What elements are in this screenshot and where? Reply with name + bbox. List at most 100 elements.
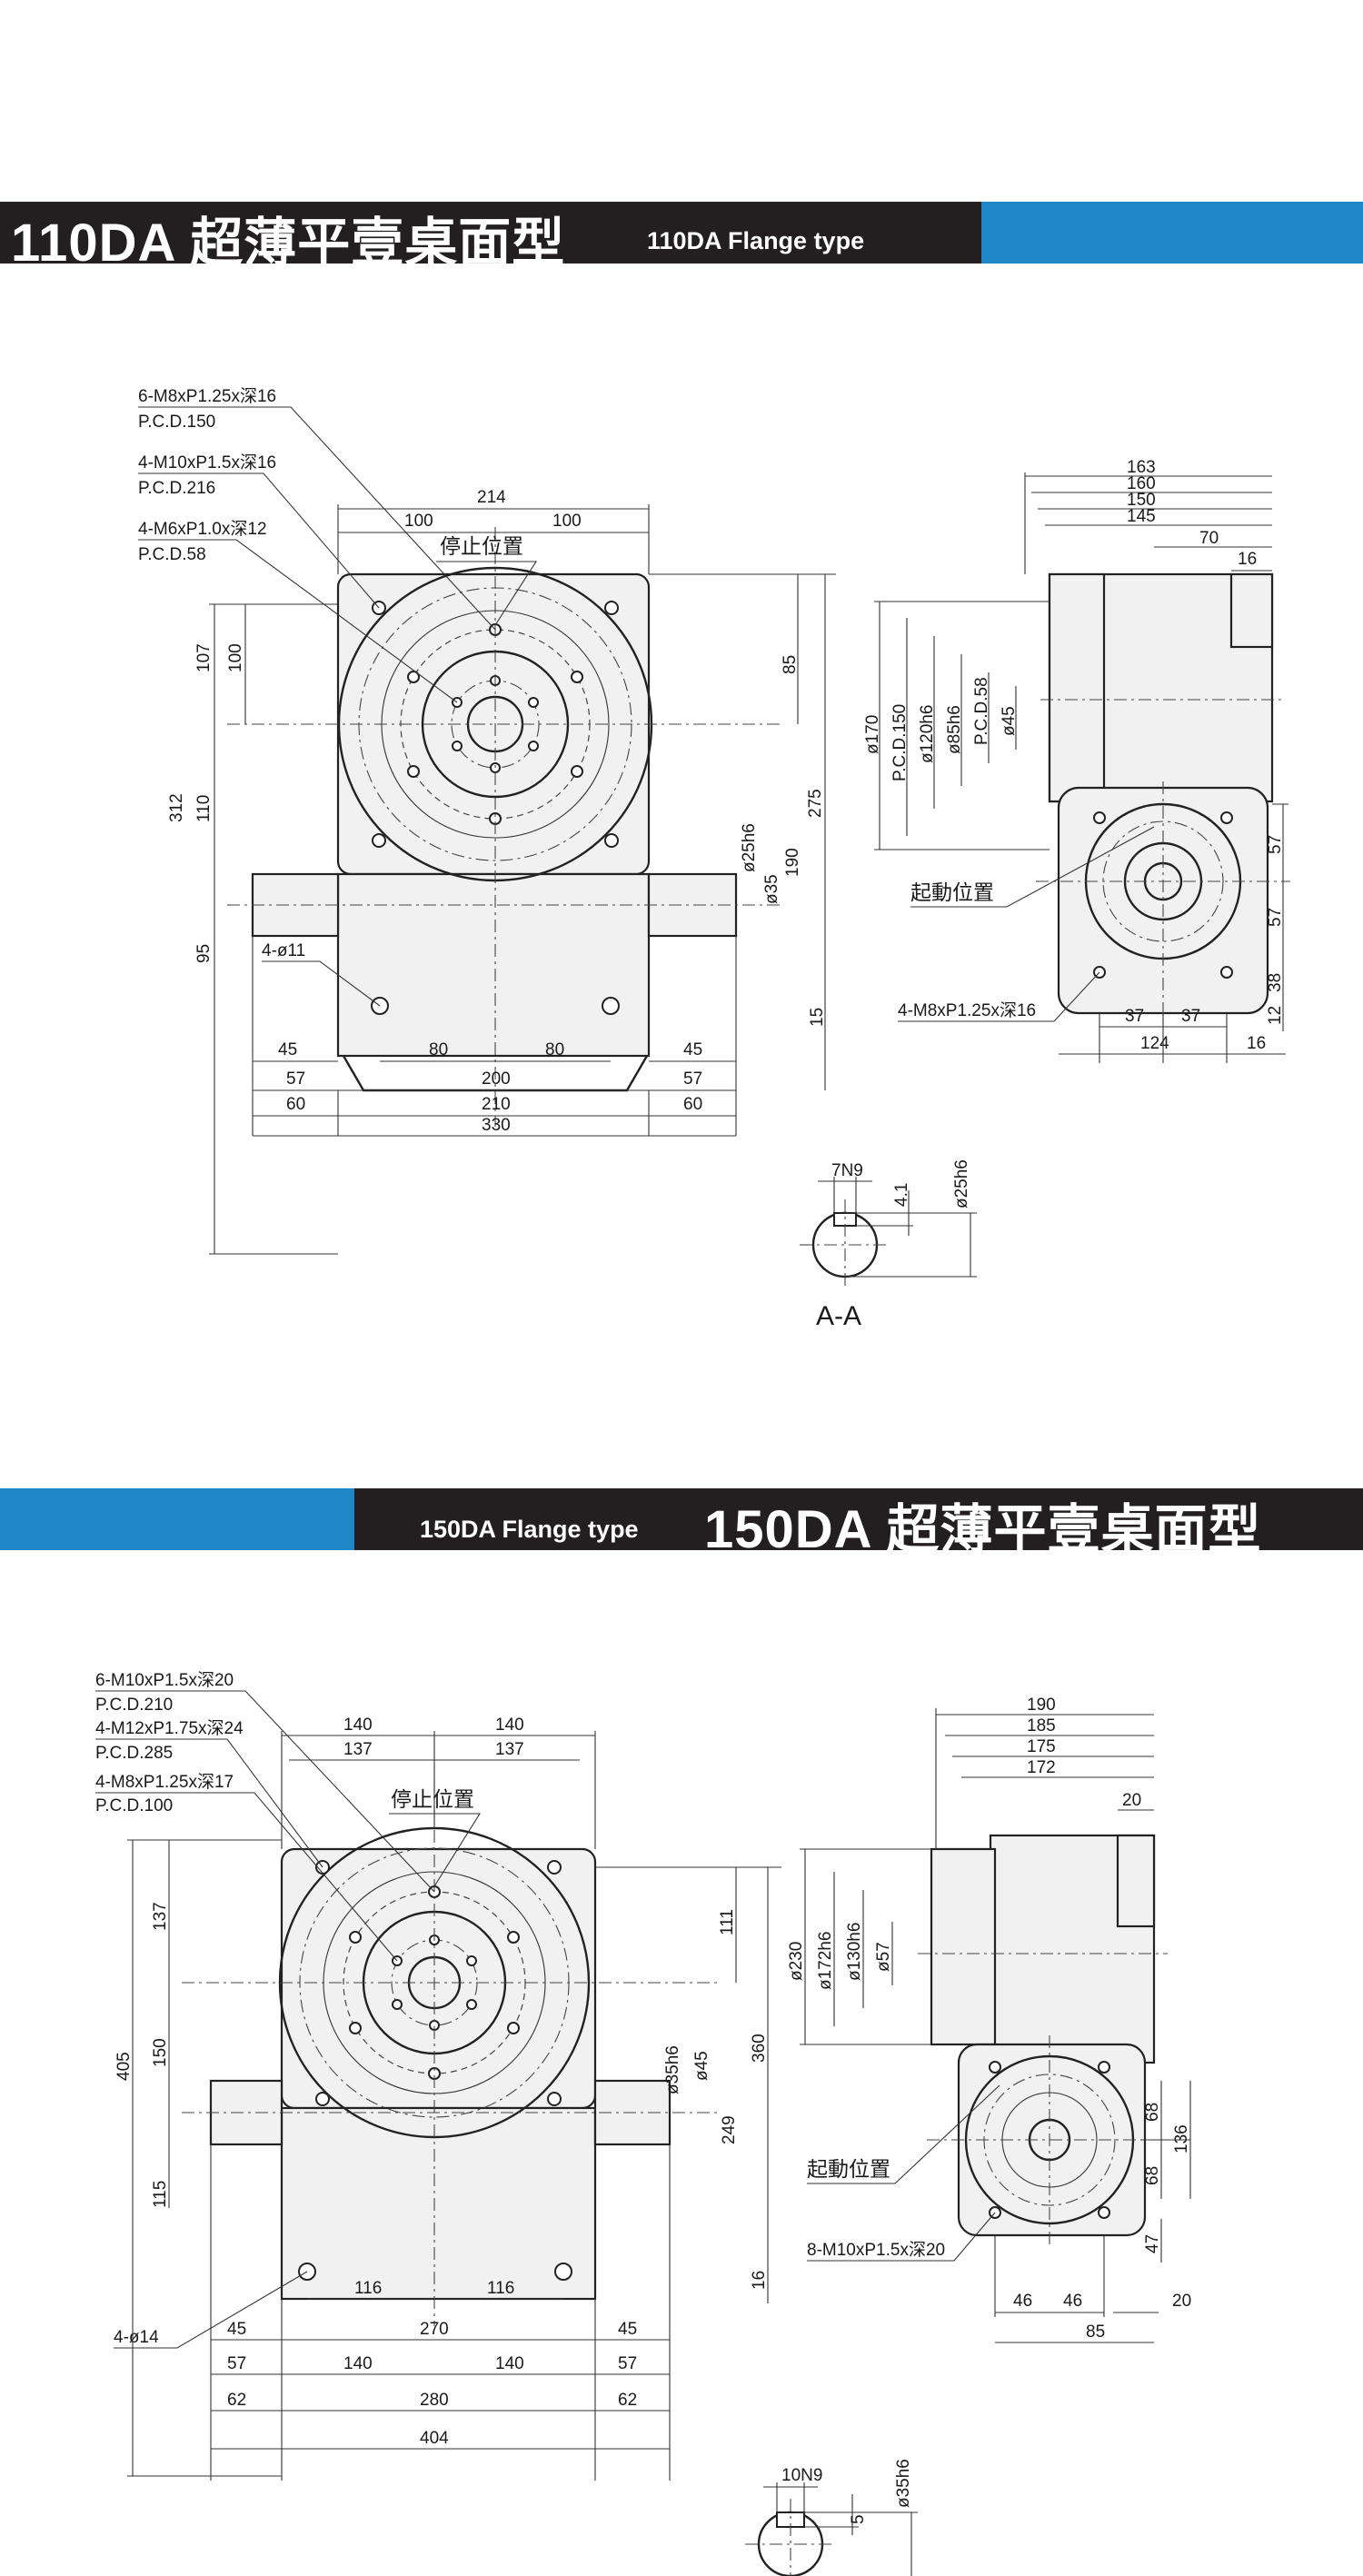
- base-holes-callout: 4-ø14: [114, 2328, 159, 2347]
- dim: 360: [750, 2034, 769, 2063]
- dim: 45: [618, 2320, 637, 2339]
- banner-blue-band: [0, 1488, 354, 1550]
- side-pcd: [1102, 821, 1224, 942]
- dim: 46: [1063, 2292, 1082, 2311]
- dim: 85: [781, 655, 800, 674]
- callout-m10: 6-M10xP1.5x深20: [95, 1670, 234, 1690]
- front-dims-150: 140 140 137 137 137 405 150 115 111 360 …: [114, 1716, 781, 2481]
- side-flange: [1048, 572, 1106, 803]
- dim: 46: [1013, 2292, 1032, 2311]
- dim: 140: [343, 1716, 373, 1735]
- dim: 175: [1027, 1737, 1056, 1756]
- dim: ø170: [863, 715, 882, 754]
- start-position-label: 起動位置: [910, 880, 994, 904]
- base-holes-callout: 4-ø11: [262, 941, 305, 960]
- dim: 280: [420, 2391, 449, 2410]
- callout-pcd100: P.C.D.100: [95, 1796, 173, 1815]
- dim: ø57: [874, 1942, 893, 1972]
- dim: 38: [1266, 973, 1285, 992]
- base-hole: [554, 2263, 572, 2281]
- m10-hole: [507, 2022, 520, 2034]
- side-m10-hole: [1098, 2206, 1110, 2219]
- side-view-110: [1036, 572, 1290, 1027]
- dim: 16: [1247, 1034, 1266, 1053]
- dim: 136: [1172, 2124, 1191, 2153]
- side-m8-hole: [1093, 811, 1106, 824]
- callout-pcd285: P.C.D.285: [95, 1744, 173, 1763]
- section2-title-en: 150DA Flange type: [420, 1516, 639, 1543]
- side-dims-150: 190 185 175 172 20 ø230 ø172h6 ø130h6 ø5…: [787, 1696, 1191, 2343]
- housing-base: [336, 872, 651, 1058]
- dim: 37: [1181, 1007, 1200, 1026]
- dim: 57: [683, 1069, 702, 1089]
- callout-pcd216: P.C.D.216: [138, 479, 215, 498]
- dim: 190: [1027, 1696, 1056, 1715]
- side-flange: [930, 1847, 997, 2046]
- dim: 100: [404, 512, 433, 531]
- front-view-150: [182, 1781, 718, 2326]
- callout-pcd150: P.C.D.150: [138, 413, 215, 432]
- dim: 60: [683, 1095, 702, 1114]
- dim: ø45: [1000, 706, 1019, 736]
- dim: 7N9: [831, 1161, 863, 1180]
- dim: 270: [420, 2320, 449, 2339]
- base-hole: [602, 997, 620, 1015]
- m8-hole: [571, 671, 583, 683]
- m8-hole: [407, 765, 420, 778]
- side-holes-callout: 8-M10xP1.5x深20: [807, 2240, 945, 2260]
- side-m8-hole: [1220, 966, 1233, 979]
- m6-hole: [528, 741, 539, 751]
- m10-hole: [604, 601, 619, 615]
- dim: 275: [806, 789, 825, 818]
- dim: ø230: [787, 1942, 806, 1981]
- dim: 60: [286, 1095, 305, 1114]
- housing-base: [280, 2106, 597, 2301]
- dim: 137: [151, 1902, 170, 1931]
- dim: ø85h6: [945, 705, 964, 754]
- dim: 214: [477, 488, 506, 507]
- dim: 5: [849, 2514, 868, 2524]
- dim: 137: [343, 1740, 373, 1759]
- dim: 68: [1143, 2103, 1162, 2122]
- m10-hole: [349, 2022, 362, 2034]
- section1-title-cn: 110DA 超薄平壹桌面型: [11, 214, 566, 273]
- side-m10-hole: [989, 2061, 1001, 2074]
- dim: 150: [1127, 491, 1156, 510]
- section2-title-cn: 150DA 超薄平壹桌面型: [704, 1500, 1262, 1559]
- dim: 185: [1027, 1716, 1056, 1736]
- dim: 16: [1238, 550, 1257, 569]
- dim: 62: [227, 2391, 246, 2410]
- dim: 45: [278, 1040, 297, 1059]
- dim: 100: [226, 643, 245, 672]
- side-key: [1116, 1834, 1156, 1928]
- m6-hole: [452, 741, 463, 751]
- dim: ø35h6: [894, 2459, 913, 2508]
- dim: 190: [783, 848, 802, 877]
- dim: 405: [114, 2052, 134, 2081]
- dim: ø120h6: [918, 705, 937, 763]
- dim: ø25h6: [740, 823, 759, 872]
- callout-pcd210: P.C.D.210: [95, 1696, 173, 1715]
- dim: 57: [618, 2354, 637, 2373]
- side-view-150: [918, 1834, 1172, 2249]
- callout-m12: 4-M12xP1.75x深24: [95, 1718, 244, 1738]
- m10-hole: [604, 833, 619, 848]
- dim: 95: [194, 944, 214, 963]
- dim: 47: [1143, 2234, 1162, 2253]
- dim: P.C.D.58: [972, 677, 991, 745]
- dim: 57: [1266, 908, 1285, 927]
- side-key: [1229, 572, 1274, 649]
- m10-hole: [349, 1931, 362, 1944]
- section-aa-110: 7N9 4.1 ø25h6 A-A: [800, 1159, 977, 1331]
- dim: 57: [227, 2354, 246, 2373]
- m8-hole: [466, 1955, 477, 1966]
- dim: 15: [808, 1008, 827, 1027]
- dim: 115: [151, 2181, 170, 2208]
- m12-hole: [547, 1860, 562, 1875]
- dim: 140: [343, 2354, 373, 2373]
- stop-position-label: 停止位置: [440, 534, 523, 558]
- dim: 249: [720, 2115, 739, 2144]
- dim: 150: [151, 2038, 170, 2067]
- dim: 163: [1127, 458, 1156, 477]
- dim: 20: [1122, 1791, 1141, 1810]
